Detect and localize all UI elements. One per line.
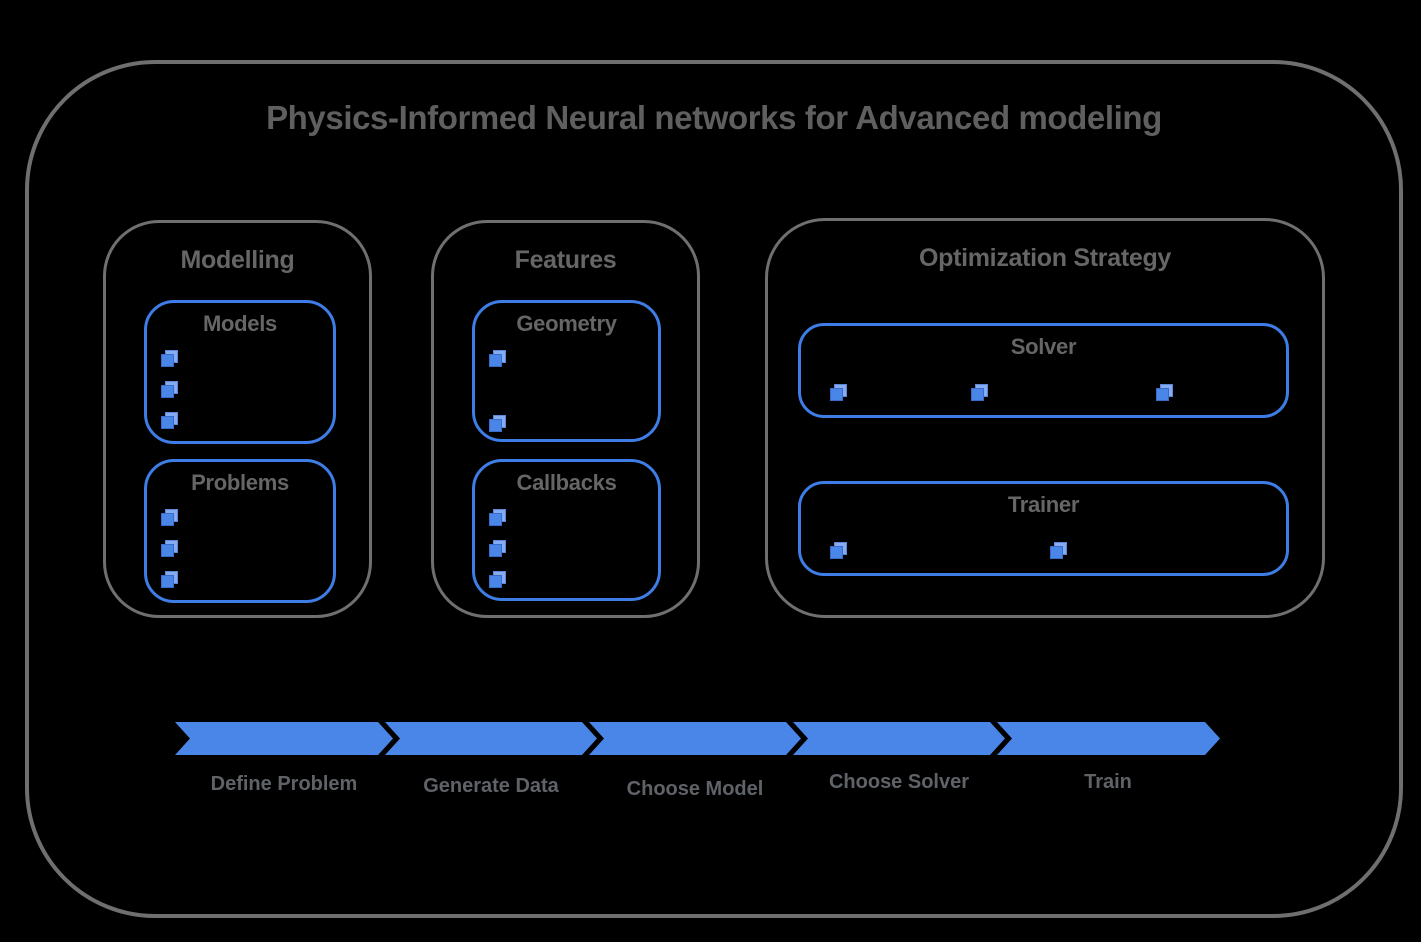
cube-icon [971, 384, 988, 401]
step-label-choose-model: Choose Model [626, 778, 764, 800]
step-label-train: Train [1084, 771, 1132, 793]
box-callbacks: Callbacks [472, 459, 661, 601]
box-callbacks-title: Callbacks [516, 470, 617, 495]
arrow-segment-define-problem [175, 722, 393, 755]
section-modelling: Modelling Models Problems [103, 220, 372, 618]
box-problems: Problems [144, 459, 336, 603]
section-modelling-title: Modelling [180, 246, 295, 274]
geometry-bullet-list [489, 350, 506, 432]
section-features: Features Geometry Callbacks [431, 220, 700, 618]
box-models: Models [144, 300, 336, 444]
cube-icon [161, 381, 178, 398]
cube-icon [1156, 384, 1173, 401]
box-models-title: Models [203, 311, 277, 336]
arrow-segment-generate-data [385, 722, 597, 755]
section-features-title: Features [514, 246, 617, 274]
cube-icon [161, 350, 178, 367]
problems-bullet-list [161, 509, 178, 588]
box-solver: Solver [798, 323, 1289, 418]
section-optimization-title: Optimization Strategy [918, 244, 1172, 272]
step-label-generate-data: Generate Data [423, 775, 559, 797]
cube-icon [161, 509, 178, 526]
cube-icon [489, 415, 506, 432]
step-label-define-problem: Define Problem [210, 773, 358, 795]
trainer-bullet-list [830, 542, 1067, 559]
section-optimization-strategy: Optimization Strategy Solver Trainer [765, 218, 1325, 618]
box-problems-title: Problems [191, 470, 289, 495]
cube-icon [830, 542, 847, 559]
models-bullet-list [161, 350, 178, 429]
box-geometry: Geometry [472, 300, 661, 442]
cube-icon [489, 509, 506, 526]
cube-icon [1050, 542, 1067, 559]
box-geometry-title: Geometry [516, 311, 617, 336]
cube-icon [161, 540, 178, 557]
solver-bullet-list [830, 384, 1173, 401]
box-trainer: Trainer [798, 481, 1289, 576]
arrow-segment-choose-solver [793, 722, 1005, 755]
arrow-segment-choose-model [589, 722, 801, 755]
page-title: Physics-Informed Neural networks for Adv… [266, 99, 1162, 136]
box-trainer-title: Trainer [1007, 492, 1080, 517]
cube-icon [489, 540, 506, 557]
arrow-segment-train [997, 722, 1220, 755]
cube-icon [489, 350, 506, 367]
step-label-choose-solver: Choose Solver [828, 771, 970, 793]
cube-icon [830, 384, 847, 401]
box-solver-title: Solver [1010, 334, 1077, 359]
cube-icon [489, 571, 506, 588]
cube-icon [161, 412, 178, 429]
outer-frame [25, 60, 1403, 918]
callbacks-bullet-list [489, 509, 506, 588]
cube-icon [161, 571, 178, 588]
